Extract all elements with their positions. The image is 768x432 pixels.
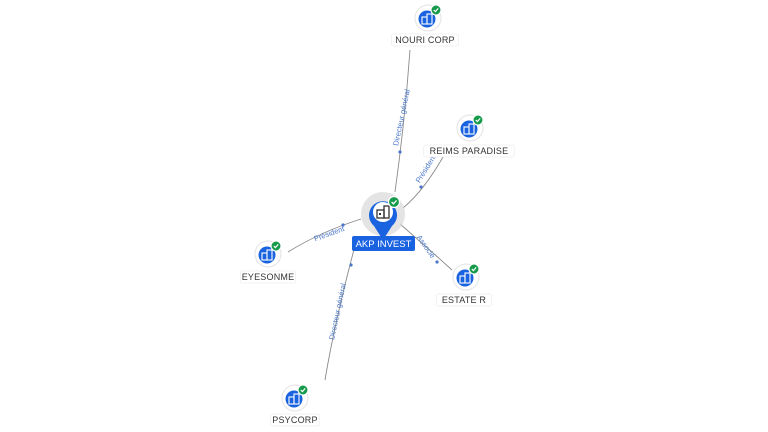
edge-arrow-icon bbox=[435, 260, 439, 264]
building-icon bbox=[261, 249, 273, 261]
verified-badge-icon bbox=[297, 384, 309, 396]
node-reims[interactable]: REIMS PARADISE bbox=[423, 114, 515, 158]
node-label: NOURI CORP bbox=[395, 35, 455, 45]
node-label-box bbox=[239, 270, 296, 284]
node-label: ESTATE R bbox=[442, 295, 487, 305]
center-pin-inner bbox=[373, 202, 393, 222]
verified-badge-icon bbox=[387, 195, 401, 209]
building-icon bbox=[421, 13, 433, 25]
node-label: PSYCORP bbox=[272, 415, 317, 425]
edge-psycorp: Directeur général bbox=[324, 241, 357, 381]
edge-nouri: Directeur général bbox=[391, 49, 412, 193]
verified-badge-icon bbox=[468, 263, 480, 275]
edge-reims: Président bbox=[402, 149, 448, 209]
edge-line bbox=[324, 241, 357, 381]
building-icon bbox=[288, 393, 300, 405]
node-label-box bbox=[391, 33, 459, 47]
edge-label: Directeur général bbox=[327, 282, 348, 340]
edge-arrow-icon bbox=[349, 263, 353, 267]
verified-badge-icon bbox=[430, 4, 442, 16]
edge-label: Associé bbox=[415, 233, 437, 260]
edge-eyesonme: Président bbox=[287, 218, 362, 253]
verified-badge-icon bbox=[472, 114, 484, 126]
center-label-box bbox=[352, 236, 415, 251]
center-node[interactable]: AKP INVEST bbox=[352, 192, 415, 251]
edge-label: Président bbox=[313, 224, 347, 244]
node-eyesonme[interactable]: EYESONME bbox=[239, 240, 296, 284]
node-nouri[interactable]: NOURI CORP bbox=[391, 4, 459, 47]
node-label-box bbox=[269, 413, 321, 427]
edge-line bbox=[402, 149, 448, 209]
edge-arrow-icon bbox=[341, 223, 345, 227]
building-icon bbox=[459, 272, 471, 284]
verified-badge-icon bbox=[270, 240, 282, 252]
node-label-box bbox=[435, 293, 492, 307]
edge-arrow-icon bbox=[398, 150, 402, 154]
edge-line bbox=[399, 223, 453, 271]
nodes-layer: NOURI CORP REIMS PARADISE EYESONME ESTATE R… bbox=[239, 4, 515, 427]
edge-line bbox=[394, 49, 411, 193]
node-label: REIMS PARADISE bbox=[430, 146, 509, 156]
node-psycorp[interactable]: PSYCORP bbox=[269, 384, 321, 427]
node-label: EYESONME bbox=[242, 272, 295, 282]
edge-label: Directeur général bbox=[391, 88, 412, 146]
node-estate[interactable]: ESTATE R bbox=[435, 263, 492, 307]
node-label-box bbox=[423, 144, 515, 158]
edge-arrow-icon bbox=[419, 185, 423, 189]
edge-line bbox=[287, 218, 362, 253]
center-label: AKP INVEST bbox=[356, 239, 412, 250]
building-icon bbox=[463, 123, 475, 135]
building-icon bbox=[376, 205, 390, 219]
